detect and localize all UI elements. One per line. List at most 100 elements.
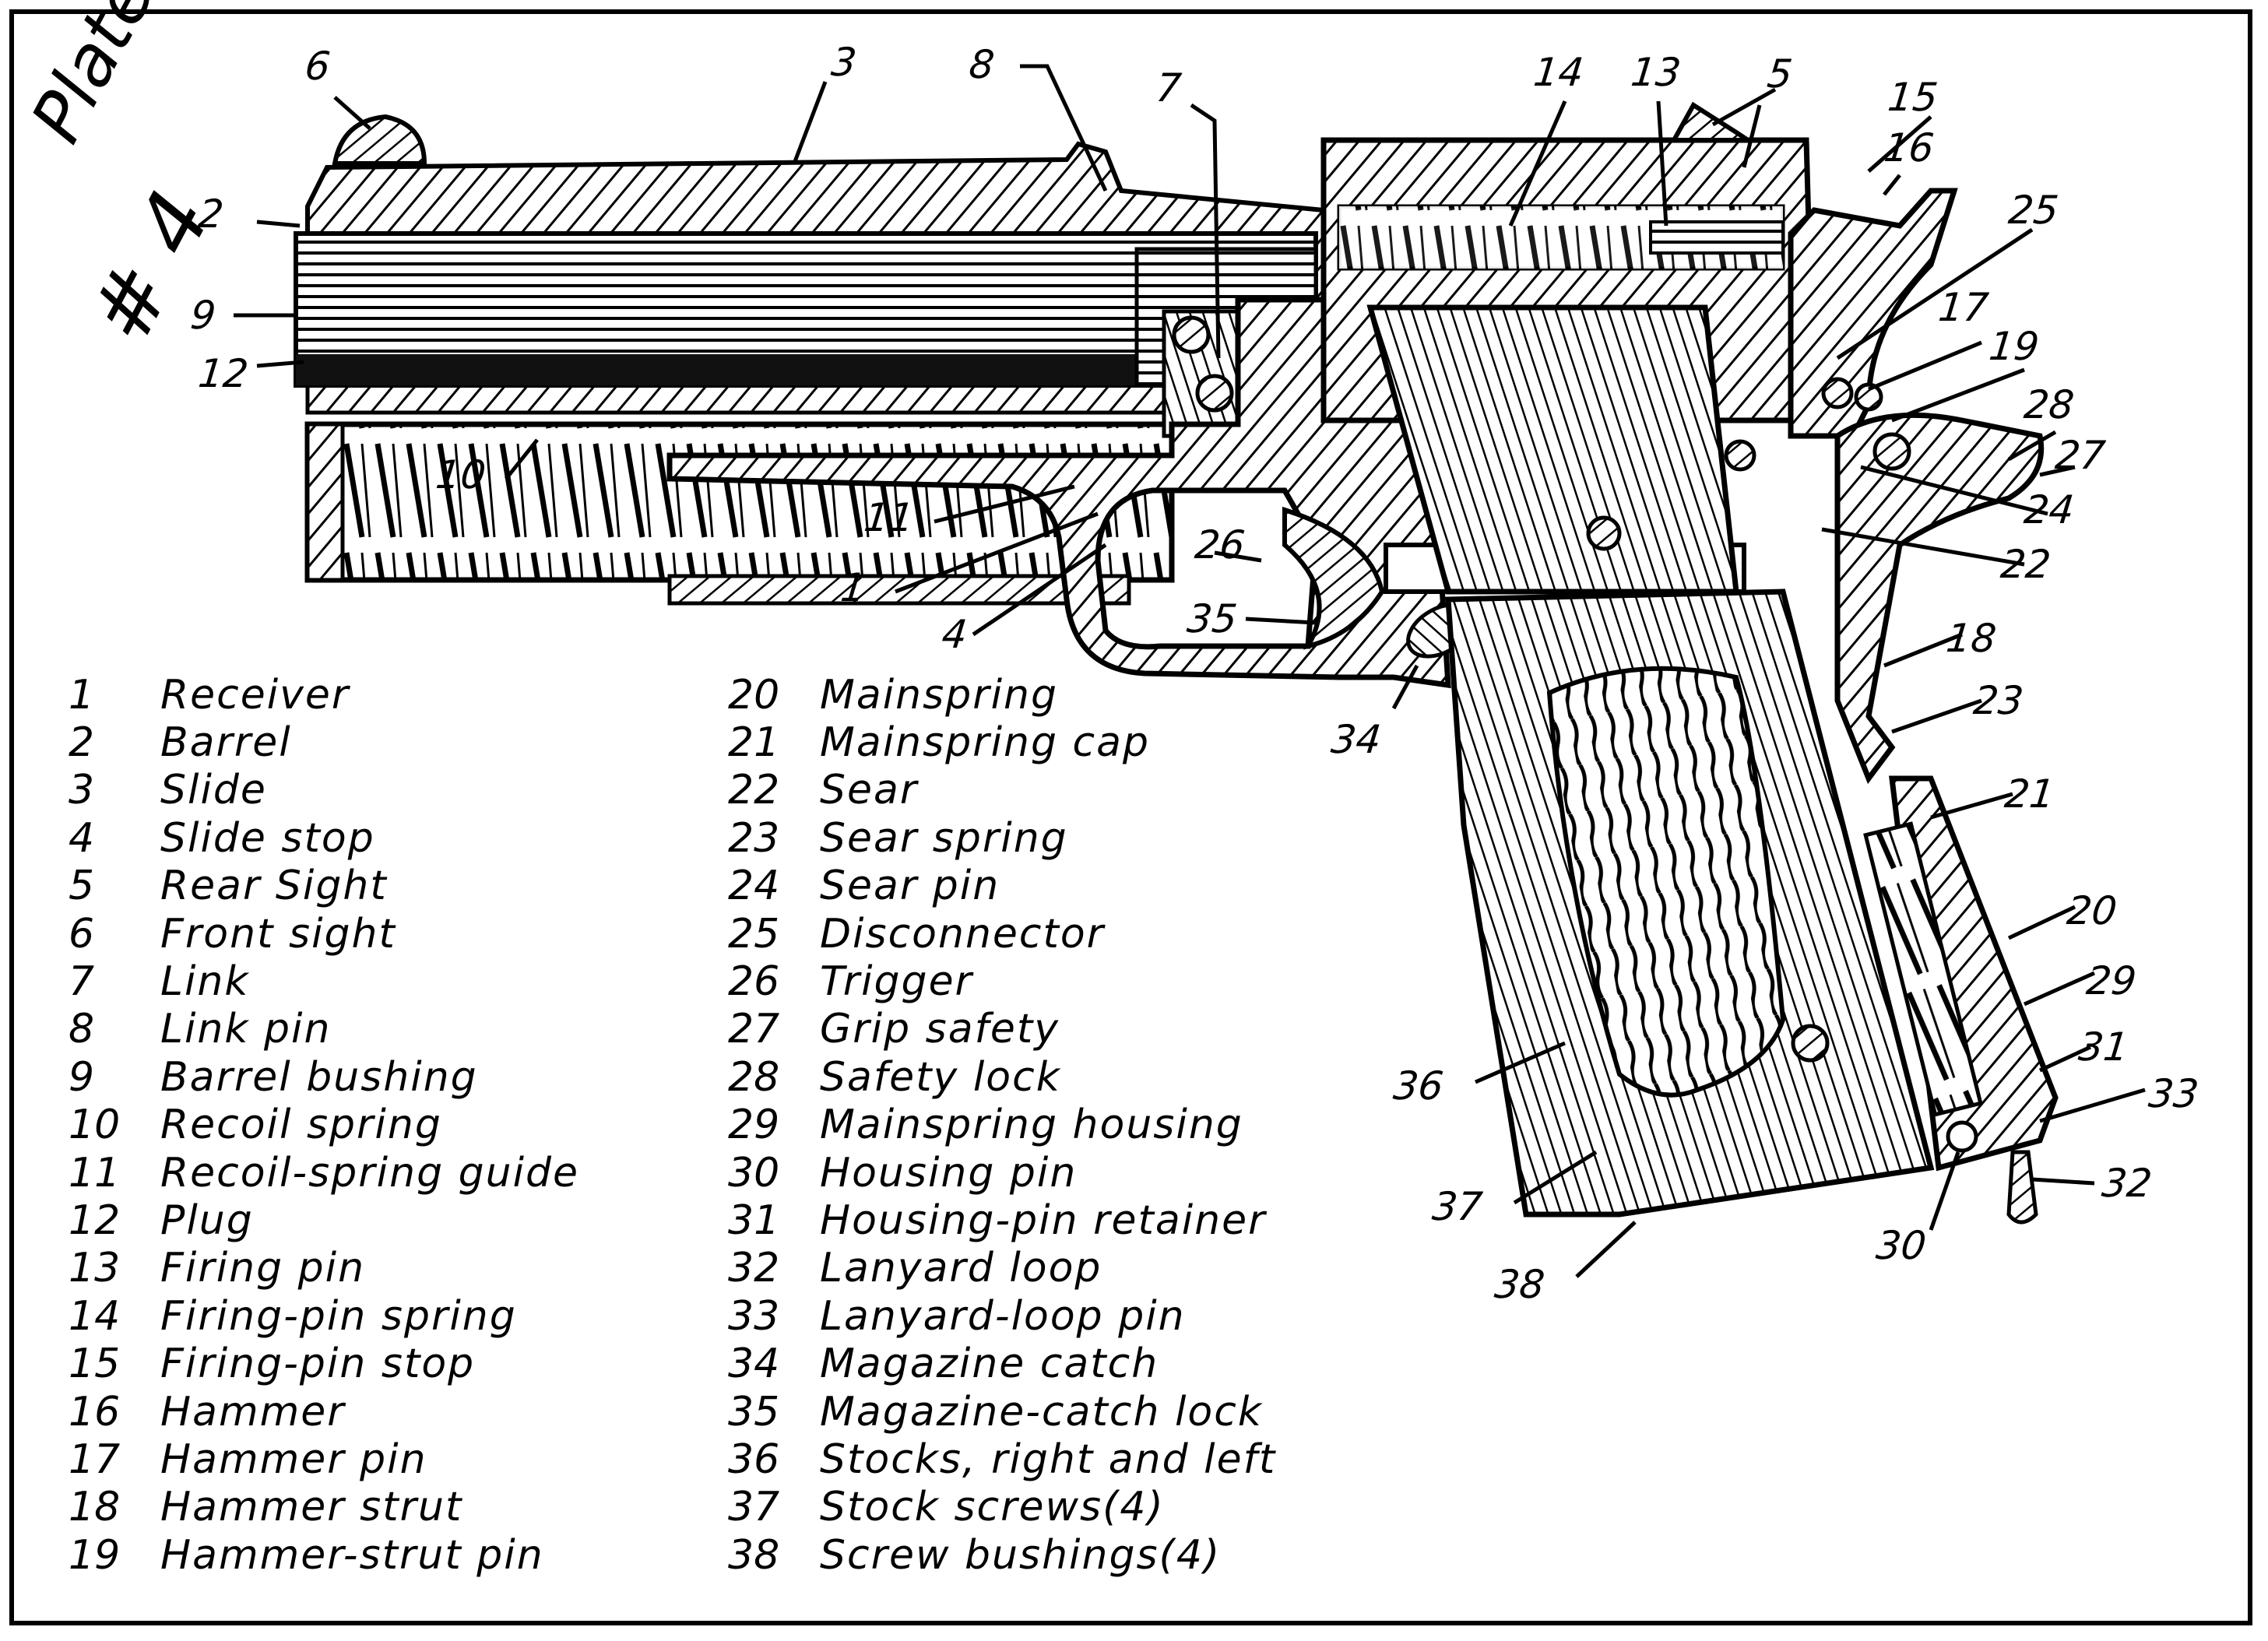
legend-number: 24 (728, 863, 780, 910)
callout-12: 12 (195, 351, 251, 396)
stock-screw-upper-part (1586, 515, 1622, 551)
legend-number: 7 (69, 958, 95, 1006)
legend-label: Grip safety (820, 1006, 1060, 1053)
legend-label: Barrel (160, 719, 292, 767)
legend-label: Receiver (160, 671, 350, 719)
legend-item: 10 Recoil spring (69, 1102, 579, 1149)
legend-number: 12 (69, 1196, 121, 1244)
callout-33: 33 (2146, 1071, 2201, 1116)
legend-number: 38 (728, 1531, 780, 1579)
legend-label: Hammer strut (160, 1484, 463, 1531)
legend-number: 11 (69, 1149, 121, 1196)
callout-25: 25 (2006, 188, 2061, 233)
callout-18: 18 (1943, 616, 1999, 661)
legend-label: Housing-pin retainer (820, 1196, 1267, 1244)
legend-item: 21 Mainspring cap (728, 719, 1276, 766)
callout-23: 23 (1971, 678, 2026, 723)
legend-label: Recoil spring (160, 1102, 442, 1149)
callout-27: 27 (2052, 433, 2108, 478)
legend-label: Barrel bushing (160, 1053, 478, 1101)
legend-label: Hammer pin (160, 1435, 427, 1483)
legend-label: Safety lock (820, 1053, 1061, 1101)
legend-label: Rear Sight (160, 863, 388, 910)
legend-label: Hammer (160, 1388, 346, 1435)
legend-item: 17 Hammer pin (69, 1435, 579, 1483)
callout-34: 34 (1328, 717, 1384, 762)
legend-number: 35 (728, 1388, 780, 1435)
legend-number: 3 (69, 767, 95, 814)
callout-35: 35 (1184, 596, 1239, 641)
legend-number: 9 (69, 1053, 95, 1101)
legend-item: 18 Hammer strut (69, 1484, 579, 1531)
legend-number: 26 (728, 958, 780, 1006)
callout-6: 6 (302, 44, 332, 89)
legend-number: 10 (69, 1102, 121, 1149)
legend-label: Mainspring housing (820, 1102, 1243, 1149)
legend-number: 18 (69, 1484, 121, 1531)
legend-number: 1 (69, 671, 95, 719)
legend-label: Stocks, right and left (820, 1435, 1277, 1483)
legend-label: Lanyard-loop pin (820, 1292, 1186, 1340)
legend-label: Mainspring cap (820, 719, 1151, 767)
callout-31: 31 (2076, 1024, 2131, 1070)
stock-screw-part (1791, 1024, 1830, 1063)
legend-label: Housing pin (820, 1149, 1078, 1196)
legend-label: Stock screws(4) (820, 1484, 1165, 1531)
legend-item: 9 Barrel bushing (69, 1053, 579, 1101)
housing-pin-part (1946, 1120, 1978, 1153)
legend-number: 21 (728, 719, 780, 767)
legend-number: 28 (728, 1053, 780, 1101)
rear-sight-part (1669, 101, 1756, 142)
callout-24: 24 (2021, 487, 2076, 532)
callout-36: 36 (1391, 1063, 1446, 1109)
legend-label: Recoil-spring guide (160, 1149, 580, 1196)
safety-lock-part (1872, 432, 1911, 471)
legend-number: 25 (728, 910, 780, 958)
callout-17: 17 (1936, 285, 1991, 330)
hammer-pin-part (1821, 377, 1854, 409)
callout-2: 2 (195, 192, 226, 237)
legend-item: 11 Recoil-spring guide (69, 1149, 579, 1196)
callout-5: 5 (1764, 51, 1795, 97)
callout-26: 26 (1192, 522, 1247, 567)
legend-label: Magazine-catch lock (820, 1388, 1263, 1435)
callout-14: 14 (1531, 50, 1586, 95)
legend-label: Link (160, 958, 250, 1006)
trigger-part (1282, 506, 1385, 650)
legend-label: Mainspring (820, 671, 1059, 719)
callout-8: 8 (966, 42, 997, 87)
legend-number: 17 (69, 1435, 121, 1483)
callout-16: 16 (1881, 125, 1936, 170)
callout-30: 30 (1873, 1223, 1929, 1268)
callout-7: 7 (1153, 65, 1183, 111)
legend-label: Slide (160, 767, 267, 814)
legend-label: Firing-pin stop (160, 1341, 476, 1388)
legend-number: 4 (69, 814, 95, 862)
recoil-spring-part (304, 421, 1175, 606)
legend-label: Link pin (160, 1006, 332, 1053)
legend-label: Screw bushings(4) (820, 1531, 1222, 1579)
legend-label: Sear (820, 767, 919, 814)
callout-1: 1 (838, 565, 868, 610)
lanyard-loop-part (2006, 1150, 2038, 1225)
plate-border (9, 9, 2252, 1625)
callout-22: 22 (1998, 542, 2053, 587)
